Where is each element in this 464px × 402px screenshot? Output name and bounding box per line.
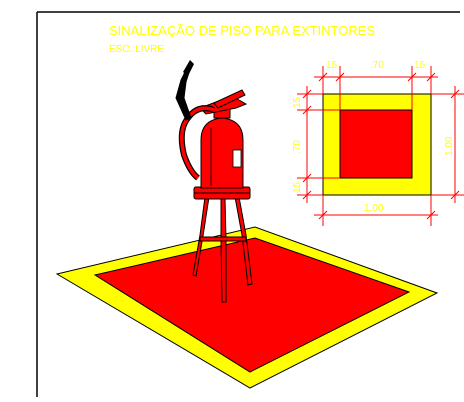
fire-extinguisher-icon [175,60,253,303]
stand-crossbar [199,236,247,242]
right-dimension-lines [431,86,464,203]
floor-red-area [93,237,411,373]
detail-red-area [339,109,413,179]
left-dimension-lines [297,86,340,203]
top-dim-left: 15 [326,60,338,71]
left-dim-bottom: 15 [292,181,303,193]
left-dim-top: 15 [292,96,303,108]
extinguisher-label [232,149,242,168]
top-dimension-lines [314,66,438,110]
drawing-title: SINALIZAÇÃO DE PISO PARA EXTINTORES [109,23,375,38]
nozzle-tip [183,60,194,76]
extinguisher-hose-inner [180,106,215,180]
extinguisher-lever [213,89,246,109]
right-dim: 1.00 [444,136,455,156]
top-dim-right: 15 [414,60,426,71]
top-dim-center: .70 [370,60,384,71]
floor-sign-perspective [55,226,439,389]
sign-detail: 15 .70 15 15 .70 15 1.00 [292,60,464,226]
bottom-dim: 1.00 [364,203,384,214]
scale-note: ESC.:LIVRE [109,44,164,55]
stand-leg-center [220,197,227,303]
left-dim-center: .70 [292,140,303,154]
bottom-dimension-lines [314,195,438,226]
